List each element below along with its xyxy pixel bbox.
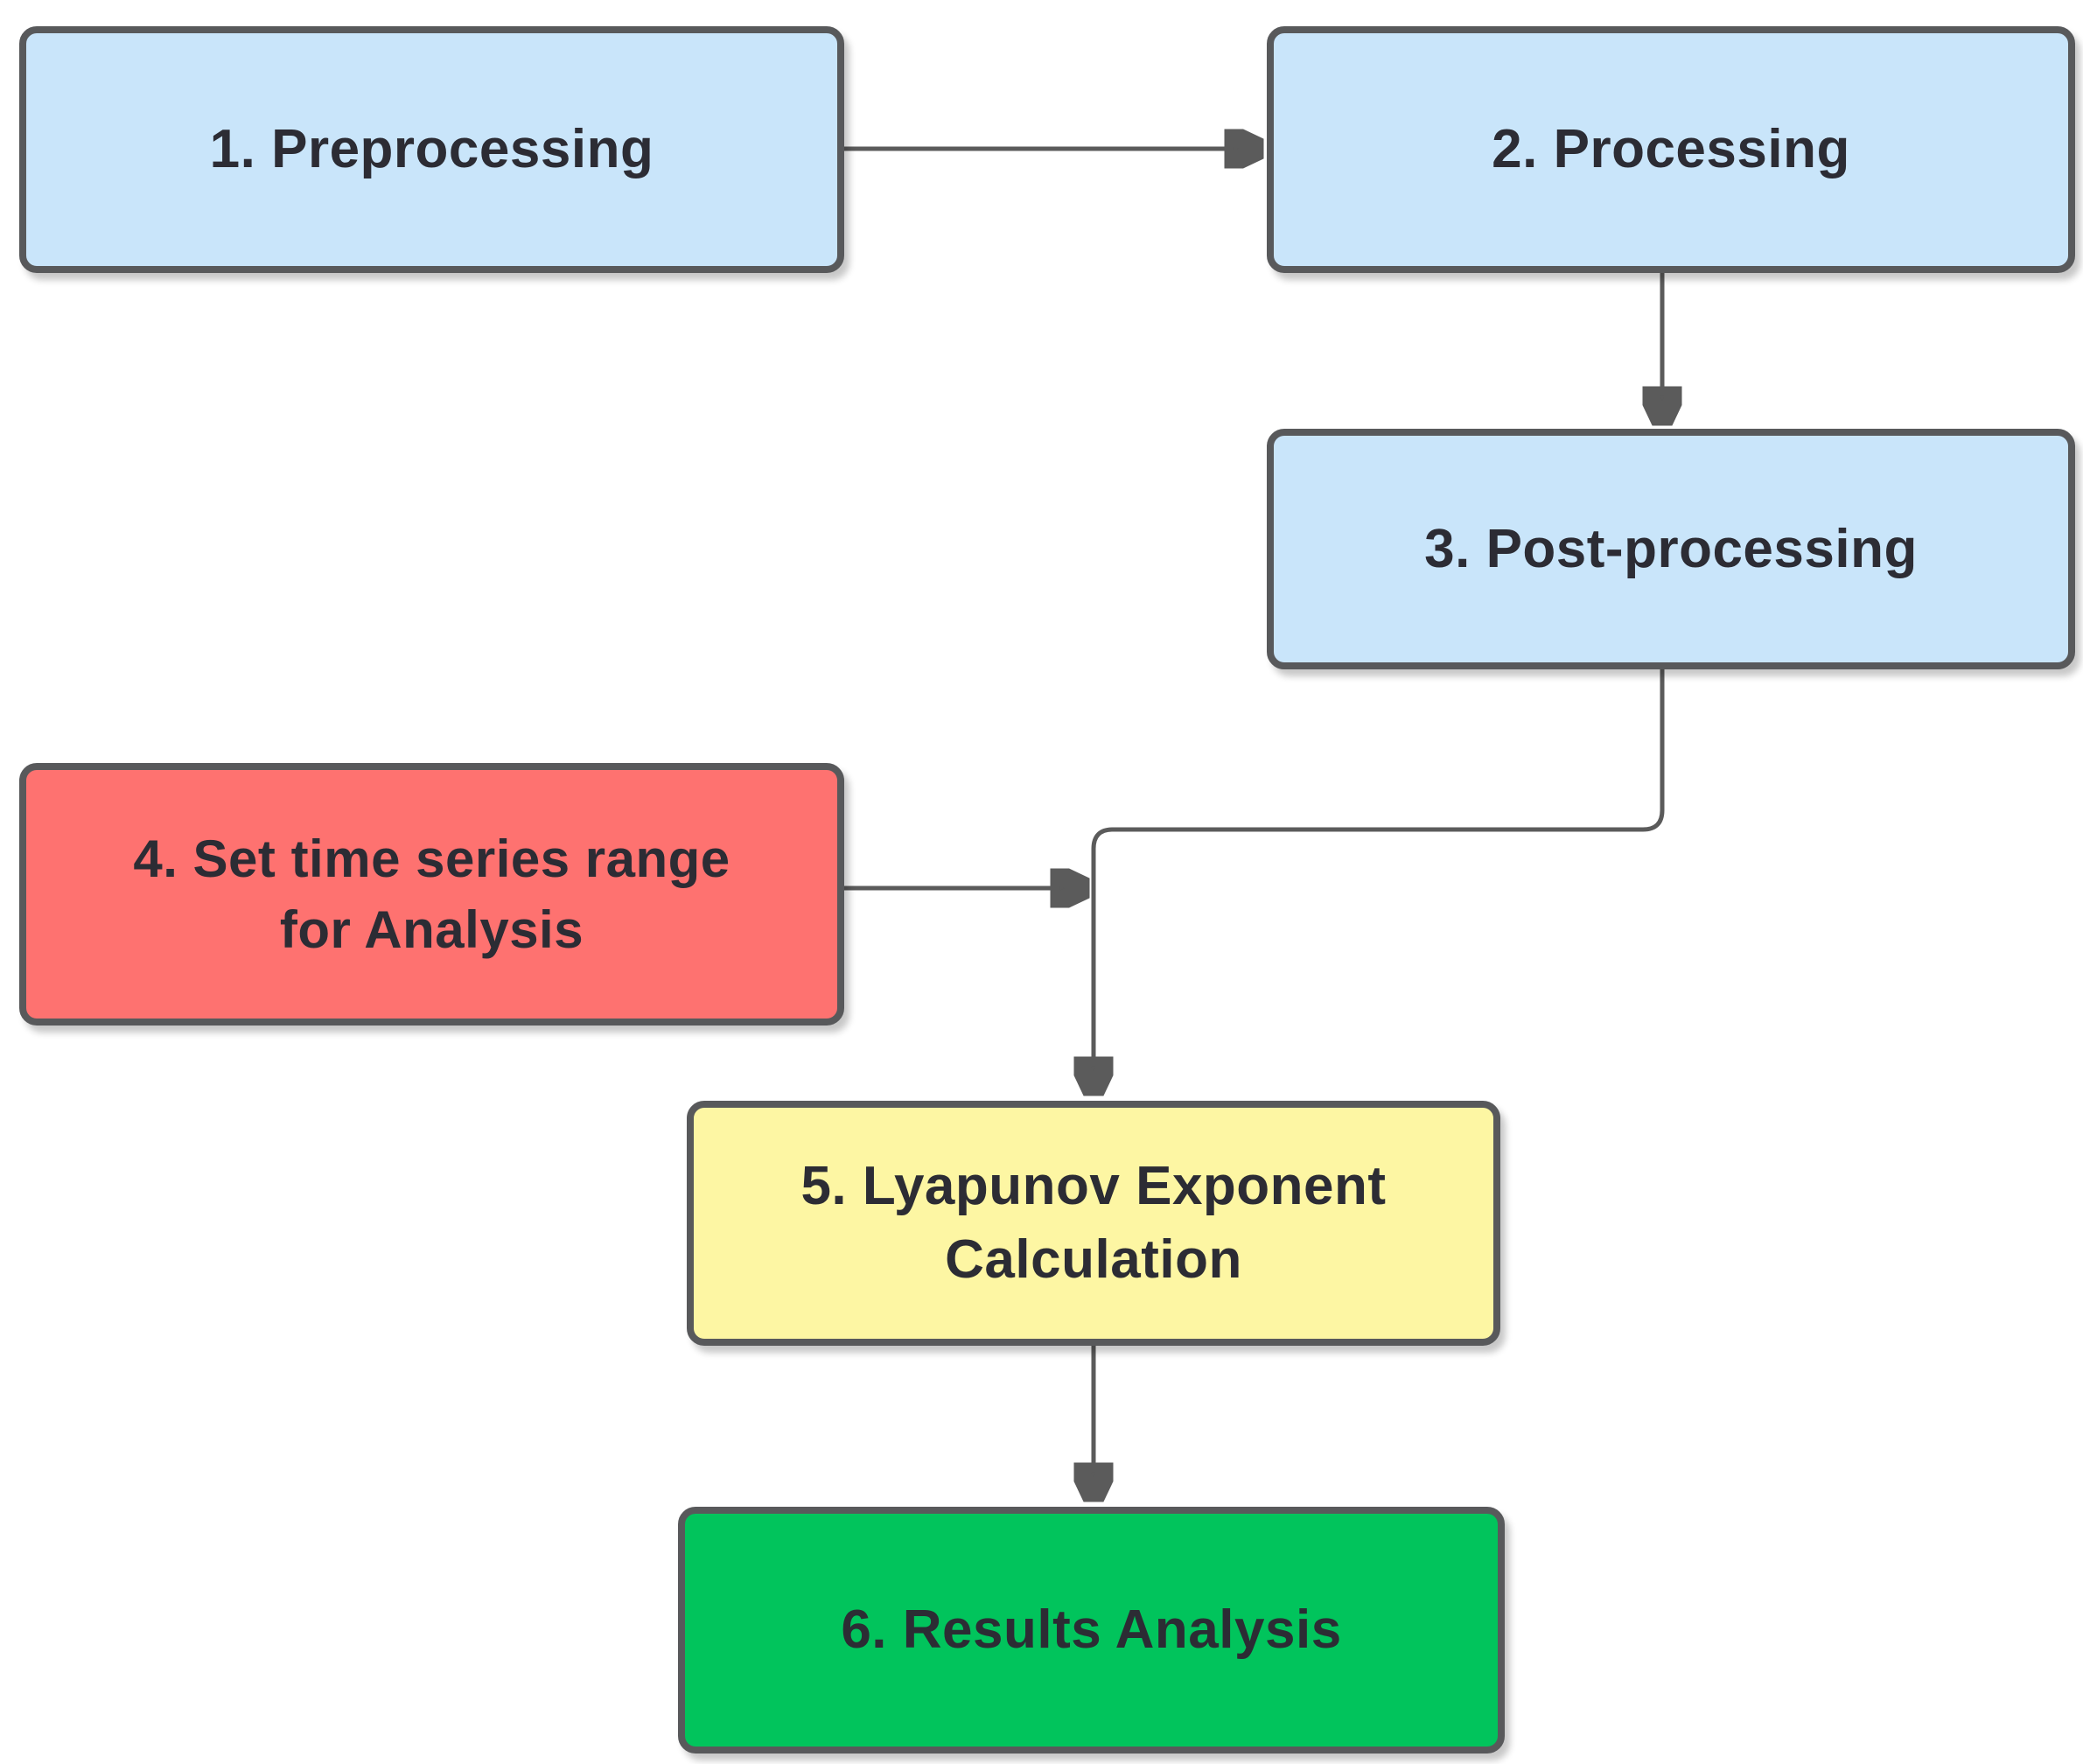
node-processing: 2. Processing (1267, 26, 2075, 273)
node-results-analysis: 6. Results Analysis (678, 1507, 1505, 1754)
node-post-processing: 3. Post-processing (1267, 429, 2075, 669)
node-preprocessing: 1. Preprocessing (19, 26, 844, 273)
node-set-time-series-range: 4. Set time series range for Analysis (19, 763, 844, 1026)
edge-postprocessing-to-lyapunov-arrow (1094, 669, 1665, 1092)
node-lyapunov-exponent-calculation: 5. Lyapunov Exponent Calculation (687, 1101, 1500, 1346)
